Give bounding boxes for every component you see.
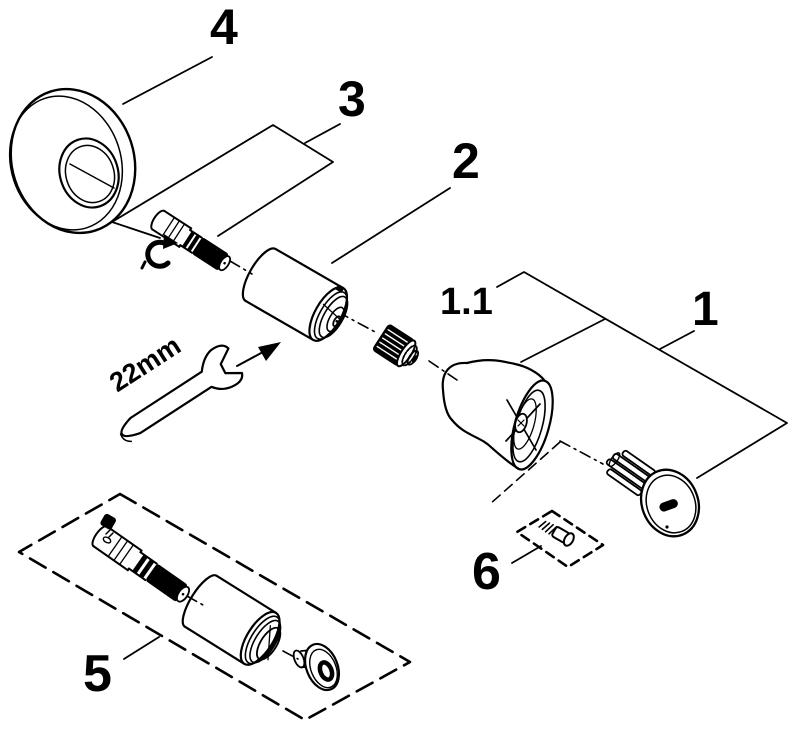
- part-5-cap: [292, 642, 341, 692]
- bracket-part3: [111, 123, 341, 239]
- label-part-5: 5: [83, 645, 112, 703]
- part-1-cover-cap: [605, 449, 701, 538]
- label-part-6: 6: [472, 543, 501, 601]
- leader-part5: [123, 636, 160, 660]
- leader-part2: [331, 187, 451, 264]
- part-5-sleeve: [181, 574, 282, 666]
- label-part-1-1: 1.1: [440, 281, 493, 323]
- part-1-1-adapter: [372, 324, 420, 368]
- part-5-spindle: [91, 525, 191, 603]
- label-part-4: 4: [210, 0, 238, 55]
- part-6-screw: [538, 520, 575, 547]
- part-4-escutcheon: [8, 87, 137, 235]
- leader-part6: [511, 545, 542, 564]
- leader-lines: [111, 56, 788, 660]
- part-3-circlip: [140, 239, 171, 270]
- leader-part4: [122, 56, 213, 105]
- label-part-2: 2: [452, 133, 480, 189]
- part-1-handle: [441, 359, 554, 471]
- wrench-arrow-icon: [236, 342, 281, 367]
- part-2-sleeve: [241, 247, 349, 342]
- label-part-1: 1: [692, 283, 719, 336]
- part-6-screw-box: [515, 509, 605, 569]
- assembly-centerline: [186, 260, 604, 660]
- part-5-spares-box: [17, 492, 412, 722]
- part-3-spindle: [150, 209, 232, 272]
- label-part-3: 3: [338, 71, 366, 127]
- wrench-22mm: [119, 344, 244, 443]
- bracket-part1: [496, 271, 788, 479]
